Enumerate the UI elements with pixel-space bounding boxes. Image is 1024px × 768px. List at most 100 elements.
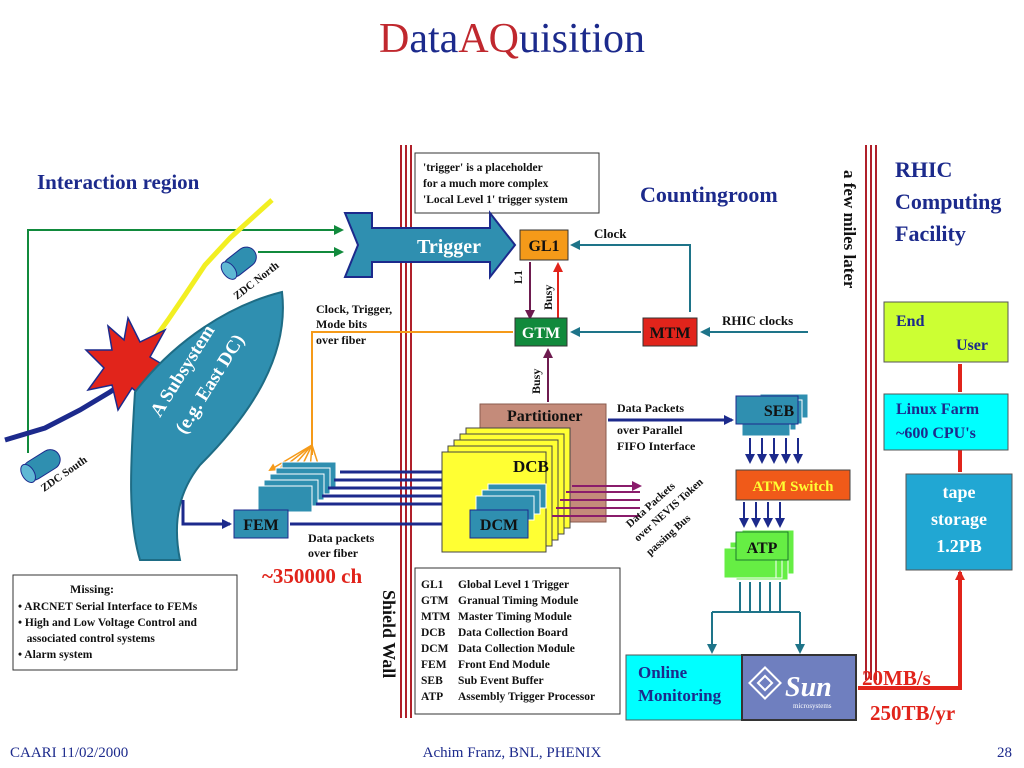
tape-storage-box <box>905 473 1013 571</box>
fem-stack <box>233 461 337 539</box>
nevis-bus <box>552 481 642 517</box>
data-rate-line <box>858 570 965 690</box>
capacity-label: 1.2PB <box>936 536 982 556</box>
glossary-desc: Global Level 1 Trigger <box>458 579 569 591</box>
subsystem-fem-line <box>181 500 232 529</box>
gtm-label: GTM <box>522 325 560 342</box>
missing-box: Missing: • ARCNET Serial Interface to FE… <box>12 574 238 671</box>
clock-label: Clock <box>594 226 627 241</box>
linux-farm-box <box>883 393 1009 451</box>
cpus-label: ~600 CPU's <box>896 425 976 442</box>
slide-number: 28 <box>997 745 1012 761</box>
user-label: User <box>956 337 988 354</box>
beam-line-south <box>4 377 130 443</box>
gl1-box <box>519 229 569 261</box>
atp-output-arrows <box>707 582 805 654</box>
subsystem-shape <box>130 290 284 561</box>
tape-label: tape <box>943 482 976 502</box>
channels-label: ~350000 ch <box>262 564 362 588</box>
glossary-abbr: GL1 <box>421 579 444 591</box>
zdc-south-icon <box>20 449 61 483</box>
busy-label: Busy <box>541 285 555 310</box>
dp-label: over Parallel <box>617 423 683 437</box>
dp-label: FIFO Interface <box>617 439 696 453</box>
seb-atm-arrows <box>745 438 803 464</box>
trigger-note-line: for a much more complex <box>423 178 549 190</box>
glossary-abbr: SEB <box>421 675 443 687</box>
seb-label: SEB <box>764 403 795 420</box>
interaction-region-label: Interaction region <box>37 170 200 194</box>
dp-label: Data Packets <box>617 401 684 415</box>
ctm-label: Mode bits <box>316 317 367 331</box>
glossary-abbr: FEM <box>421 659 447 671</box>
atm-atp-arrows <box>739 502 785 528</box>
trigger-arrow: Trigger <box>343 210 517 280</box>
dcb-label: DCB <box>513 457 549 476</box>
trigger-note-line: 'Local Level 1' trigger system <box>423 194 568 206</box>
glossary-desc: Data Collection Board <box>458 627 568 639</box>
monitoring-label: Monitoring <box>638 686 722 705</box>
busy-label: Busy <box>529 369 543 394</box>
gtm-box <box>514 317 568 347</box>
glossary-abbr: DCB <box>421 627 446 639</box>
atp-label: ATP <box>747 540 778 557</box>
end-user-box <box>883 301 1009 363</box>
computing-label: Computing <box>895 189 1001 214</box>
online-monitoring-box <box>625 654 743 721</box>
trigger-label: Trigger <box>417 236 481 258</box>
glossary-desc: Assembly Trigger Processor <box>458 691 595 703</box>
atm-switch-label: ATM Switch <box>753 479 835 495</box>
ctm-label: over fiber <box>316 333 367 347</box>
clock-line <box>570 240 691 312</box>
fem-label: FEM <box>243 517 279 534</box>
dcm-label: DCM <box>480 517 518 534</box>
sun-label: Sun <box>785 672 832 703</box>
fiber-label: Data packets <box>308 531 375 545</box>
beam-line <box>147 198 274 347</box>
rhic-label: RHIC <box>895 157 952 182</box>
mtm-box <box>642 317 698 347</box>
distance-boundary <box>865 145 877 680</box>
missing-title: Missing: <box>70 582 114 596</box>
countingroom-label: Countingroom <box>640 182 778 207</box>
facility-label: Facility <box>895 221 966 246</box>
trigger-note-line: 'trigger' is a placeholder <box>423 162 543 174</box>
fiber-label: over fiber <box>308 546 359 560</box>
glossary-desc: Master Timing Module <box>458 611 572 623</box>
collision-icon <box>84 315 174 412</box>
end-label: End <box>896 313 925 330</box>
mtm-label: MTM <box>650 325 691 342</box>
glossary-desc: Granual Timing Module <box>458 595 578 607</box>
zdc-north-icon <box>220 246 257 280</box>
sun-logo-icon <box>748 666 782 700</box>
glossary-desc: Sub Event Buffer <box>458 675 544 687</box>
footer-left: CAARI 11/02/2000 <box>10 745 128 761</box>
glossary-abbr: MTM <box>421 611 451 623</box>
atp-stack <box>723 529 795 581</box>
linux-label: Linux Farm <box>896 401 980 418</box>
atm-switch-box <box>735 469 851 501</box>
ctm-label: Clock, Trigger, <box>316 302 392 316</box>
glossary-abbr: GTM <box>421 595 449 607</box>
online-label: Online <box>638 663 688 682</box>
missing-item: associated control systems <box>18 633 155 645</box>
gtm-fiber-line <box>311 331 513 455</box>
missing-item: • ARCNET Serial Interface to FEMs <box>18 601 198 613</box>
glossary-desc: Data Collection Module <box>458 643 575 655</box>
glossary-abbr: ATP <box>421 691 443 703</box>
distance-label: a few miles later <box>840 170 859 289</box>
yearly-label: 250TB/yr <box>870 701 955 725</box>
partitioner-label: Partitioner <box>507 408 583 425</box>
l1-label: L1 <box>511 270 525 284</box>
page-title: DataAQuisition <box>379 16 645 62</box>
shield-wall-label: Shield Wall <box>379 590 399 678</box>
seb-stack <box>735 393 809 437</box>
glossary-desc: Front End Module <box>458 659 550 671</box>
missing-item: • High and Low Voltage Control and <box>18 617 198 629</box>
rhic-clocks-label: RHIC clocks <box>722 313 793 328</box>
trigger-note: 'trigger' is a placeholder for a much mo… <box>414 152 600 214</box>
missing-item: • Alarm system <box>18 649 93 661</box>
sun-sub-label: microsystems <box>793 702 832 710</box>
